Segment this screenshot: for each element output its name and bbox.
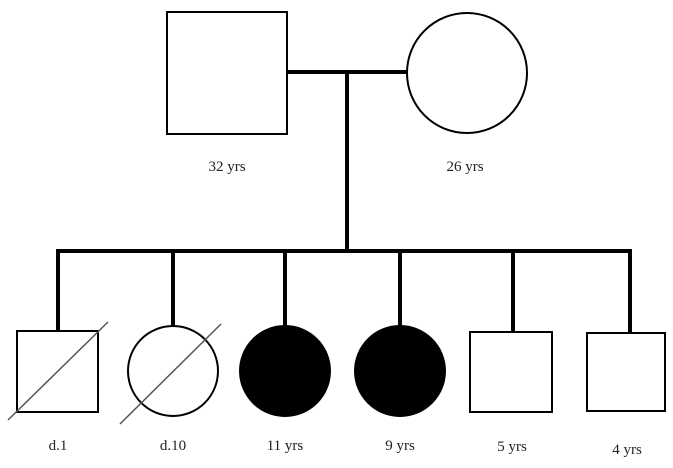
child-4-label: 9 yrs	[385, 438, 415, 454]
pedigree-lines	[56, 70, 632, 335]
father-label: 32 yrs	[208, 159, 245, 175]
mother-label: 26 yrs	[446, 159, 483, 175]
child-1-label: d.1	[49, 438, 68, 454]
child-6-label: 4 yrs	[612, 442, 642, 458]
child-2-label: d.10	[160, 438, 186, 454]
child-3-symbol	[239, 325, 331, 417]
child-4-symbol	[354, 325, 446, 417]
child-1-deceased-slash	[7, 321, 109, 421]
father-symbol	[166, 11, 288, 135]
child-5-label: 5 yrs	[497, 439, 527, 455]
children: d.1 d.10 11 yrs 9 yrs 5 yrs 4 yrs	[7, 321, 666, 458]
child-6-symbol	[586, 332, 666, 412]
parents: 32 yrs 26 yrs	[166, 11, 528, 175]
child-2-deceased-slash	[119, 323, 222, 425]
child-3-label: 11 yrs	[267, 438, 304, 454]
mother-symbol	[406, 12, 528, 134]
child-5-symbol	[469, 331, 553, 413]
